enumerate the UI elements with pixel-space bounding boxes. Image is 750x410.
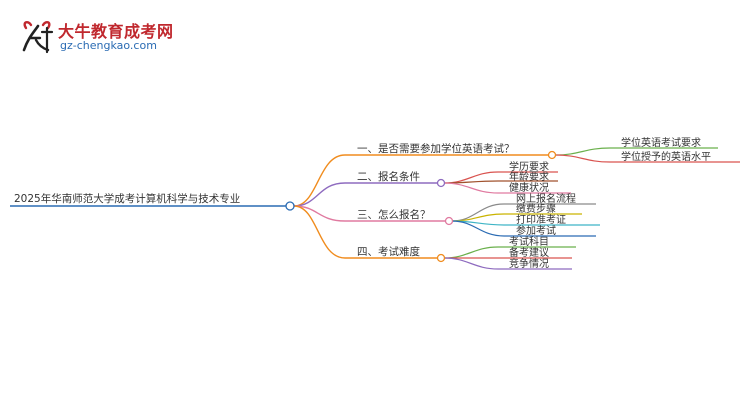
leaf-4-1-label[interactable]: 考试科目 <box>509 235 549 248</box>
branch-1-connector <box>293 154 550 207</box>
branch-4-connector <box>293 205 439 259</box>
branch-2-label[interactable]: 二、报名条件 <box>357 170 420 183</box>
branch-1-label[interactable]: 一、是否需要参加学位英语考试？ <box>357 142 515 155</box>
leaf-1-1-label[interactable]: 学位英语考试要求 <box>621 136 701 149</box>
branch-1-node-marker[interactable] <box>547 150 557 160</box>
leaf-3-1-label[interactable]: 网上报名流程 <box>516 192 576 205</box>
branch-2-connector <box>293 182 439 207</box>
leaf-2-2-label[interactable]: 年龄要求 <box>509 170 549 183</box>
leaf-1-2-label[interactable]: 学位授予的英语水平 <box>621 150 711 163</box>
leaf-2-1-label[interactable]: 学历要求 <box>509 160 549 173</box>
connectors <box>10 147 740 270</box>
nodes <box>285 150 557 263</box>
leaf-4-2-label[interactable]: 备考建议 <box>509 246 549 259</box>
branch-3-connector <box>293 205 447 222</box>
branch-4-node-marker[interactable] <box>436 253 446 263</box>
leaf-2-3-connector <box>443 182 571 194</box>
logo-url[interactable]: gz-chengkao.com <box>60 39 157 52</box>
leaf-3-4-connector <box>451 220 596 237</box>
leaf-4-3-label[interactable]: 竞争情况 <box>509 257 549 270</box>
root-node[interactable]: 2025年华南师范大学成考计算机科学与技术专业 <box>14 192 240 205</box>
branch-4-label[interactable]: 四、考试难度 <box>357 245 420 258</box>
root-node-marker[interactable] <box>285 201 295 211</box>
labels: 2025年华南师范大学成考计算机科学与技术专业 一、是否需要参加学位英语考试？ … <box>14 136 711 270</box>
bull-logo-icon <box>22 20 54 54</box>
leaf-1-2-connector <box>554 154 740 163</box>
leaf-3-4-label[interactable]: 参加考试 <box>516 224 556 237</box>
branch-2-node-marker[interactable] <box>436 178 446 188</box>
leaf-3-3-label[interactable]: 打印准考证 <box>516 213 566 226</box>
branch-3-label[interactable]: 三、怎么报名？ <box>357 208 431 221</box>
leaf-4-3-connector <box>443 257 572 270</box>
logo-title: 大牛教育成考网 <box>58 22 174 41</box>
site-logo[interactable]: 大牛教育成考网 gz-chengkao.com <box>18 16 188 58</box>
branch-3-node-marker[interactable] <box>444 216 454 226</box>
leaf-3-2-label[interactable]: 缴费步骤 <box>516 202 556 215</box>
leaf-2-3-label[interactable]: 健康状况 <box>509 181 549 194</box>
